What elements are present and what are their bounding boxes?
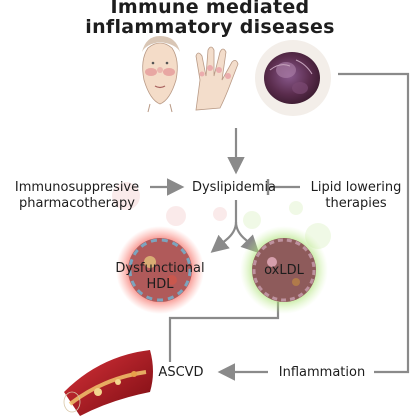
arthritis-hand-illustration xyxy=(195,46,239,111)
arrow-diseases-to-inflammation xyxy=(338,72,410,374)
oxldl-particle xyxy=(240,226,328,314)
arrow-particles-to-ascvd xyxy=(168,302,280,356)
arrow-dyslipidemia-to-oxldl xyxy=(234,221,260,254)
hdl-line-2: HDL xyxy=(146,277,174,292)
inflammation-label: Inflammation xyxy=(278,365,366,380)
arrow-dyslipidemia-to-hdl xyxy=(210,200,238,253)
dysfunctional-hdl-particle xyxy=(116,226,204,314)
hdl-line-1: Dysfunctional xyxy=(115,261,205,276)
immuno-line-2: pharmacotherapy xyxy=(19,196,135,211)
oxldl-label: oxLDL xyxy=(264,263,304,278)
lipid-line-1: Lipid lowering xyxy=(310,180,402,195)
lipid-lowering-label: Lipid lowering therapies xyxy=(300,180,412,212)
ascvd-label: ASCVD xyxy=(158,365,204,380)
lupus-face-illustration xyxy=(142,36,180,113)
psoriasis-skin-illustration xyxy=(255,40,331,116)
dyslipidemia-label: Dyslipidemia xyxy=(191,180,277,195)
lipid-line-2: therapies xyxy=(325,196,387,211)
dysfunctional-hdl-label: Dysfunctional HDL xyxy=(100,261,220,293)
artery-plaque-illustration xyxy=(63,350,153,416)
title-line-1: Immune mediated xyxy=(110,0,310,18)
title-line-2: inflammatory diseases xyxy=(85,16,335,38)
immunosuppressive-label: Immunosuppresive pharmacotherapy xyxy=(2,180,152,212)
immuno-line-1: Immunosuppresive xyxy=(14,180,140,195)
